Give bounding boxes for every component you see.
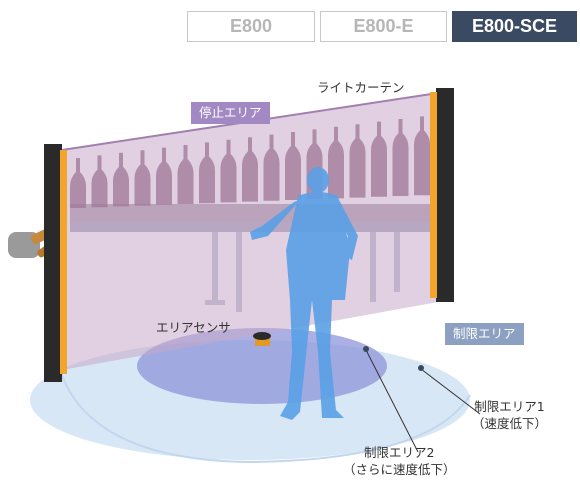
person-silhouette: [250, 167, 358, 420]
light-curtain-left-pole: [44, 144, 67, 382]
limit-area-1-note: 制限エリア1 （速度低下）: [472, 398, 547, 432]
stop-area-plane: [62, 93, 438, 370]
leader-limit-area-2: [365, 349, 419, 453]
area-sensor-device: [253, 332, 271, 346]
limit-area-1-subtitle: （速度低下）: [472, 416, 548, 431]
light-curtain-label: ライトカーテン: [317, 80, 405, 95]
tab-e800-sce[interactable]: E800-SCE: [452, 11, 577, 42]
leader-limit-area-1: [420, 368, 481, 415]
area-sensor-label: エリアセンサ: [156, 320, 231, 335]
stop-area-tag: 停止エリア: [191, 102, 270, 124]
limit-area-2-note: 制限エリア2 （さらに速度低下）: [343, 444, 456, 478]
limit-area-2-subtitle: （さらに速度低下）: [343, 462, 456, 477]
limit-area-2-title: 制限エリア2: [364, 445, 435, 460]
tab-e800-e[interactable]: E800-E: [320, 11, 447, 42]
limit-area-tag: 制限エリア: [445, 323, 524, 345]
leader-dot-limit-area-1: [418, 365, 424, 371]
limit-area-1-title: 制限エリア1: [474, 399, 545, 414]
limit-area-1-edge: [59, 369, 471, 464]
model-tabs: E800 E800-E E800-SCE: [187, 11, 577, 42]
leader-dot-limit-area-2: [363, 346, 369, 352]
light-curtain-right-pole: [430, 88, 454, 302]
tab-e800[interactable]: E800: [187, 11, 315, 42]
